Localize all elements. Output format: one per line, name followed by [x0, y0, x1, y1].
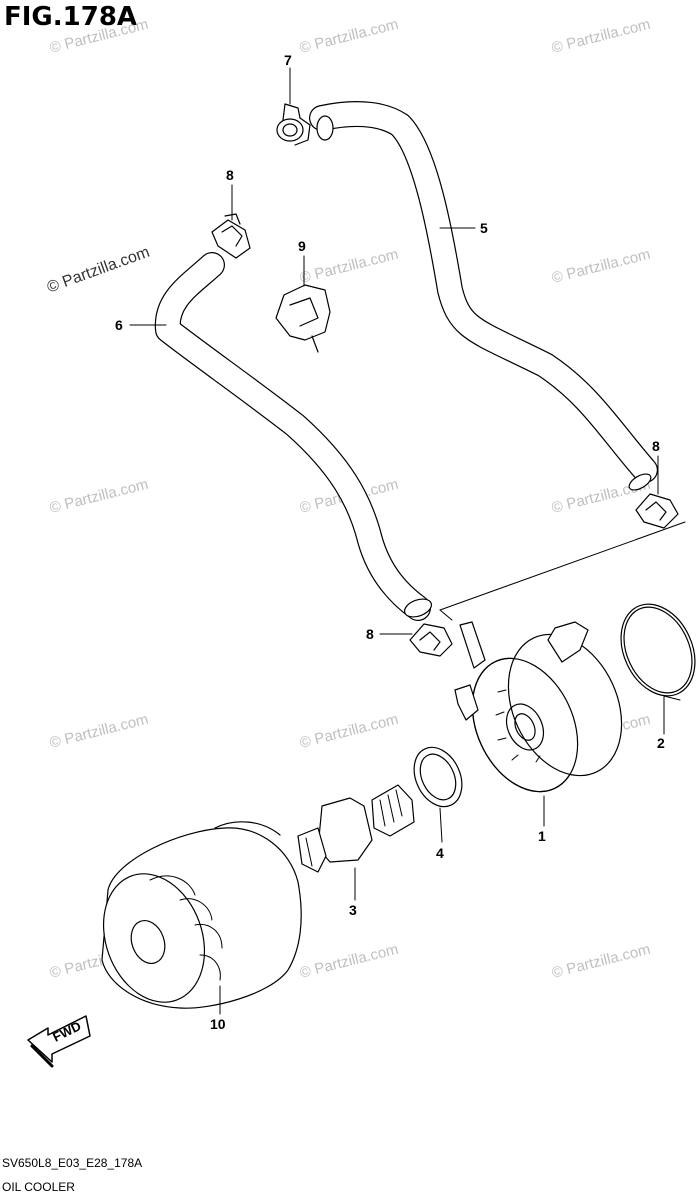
callout-8-lower: 8 — [366, 626, 374, 642]
clamp-8-right — [635, 493, 679, 529]
oil-filter-10 — [101, 821, 302, 1009]
callout-8-top: 8 — [226, 167, 234, 183]
clamp-7 — [276, 103, 311, 146]
callout-4: 4 — [436, 845, 444, 861]
callout-8-right: 8 — [652, 438, 660, 454]
hose-5 — [309, 101, 658, 491]
callout-10: 10 — [210, 1016, 226, 1032]
clamp-8-lower — [409, 623, 453, 657]
callout-5: 5 — [480, 220, 488, 236]
clamp-8-top — [211, 213, 251, 259]
gasket-4 — [413, 746, 463, 808]
callout-6: 6 — [115, 317, 123, 333]
callout-7: 7 — [284, 52, 292, 68]
oil-cooler-1 — [454, 621, 623, 793]
callout-3: 3 — [349, 902, 357, 918]
callout-1: 1 — [538, 828, 546, 844]
diagram-code: SV650L8_E03_E28_178A — [2, 1156, 143, 1170]
callout-9: 9 — [298, 238, 306, 254]
hose-6 — [154, 252, 433, 621]
leader-line — [663, 695, 681, 735]
union-bolt-3 — [297, 784, 415, 873]
fwd-arrow-icon — [27, 1015, 91, 1068]
diagram-name: OIL COOLER — [2, 1180, 75, 1194]
figure-title: FIG.178A — [4, 2, 138, 32]
bracket-9 — [275, 284, 331, 353]
o-ring-2 — [620, 603, 696, 697]
callout-2: 2 — [657, 735, 665, 751]
leader-line — [439, 807, 443, 843]
